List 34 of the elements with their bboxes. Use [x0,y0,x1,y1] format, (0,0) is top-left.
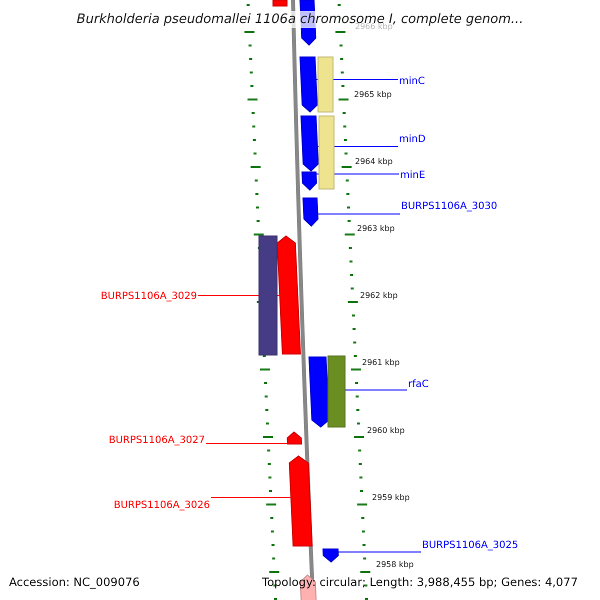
gene-label: minC [399,76,425,88]
position-label: 2960 kbp [367,426,405,436]
gene-feature-block [299,56,318,113]
gene-label: minE [400,170,426,182]
position-label: 2961 kbp [362,358,400,368]
gene-label: BURPS1106A_3026 [114,500,210,512]
leader-line [210,497,292,498]
gene-feature-block [322,548,339,563]
gene-label: minD [399,134,426,146]
gene-feature-block [302,198,318,227]
gene-feature-block [286,431,302,444]
position-label: 2959 kbp [372,493,410,503]
gene-label: BURPS1106A_3029 [100,291,197,303]
position-label: 2963 kbp [357,224,395,234]
gene-feature-block [276,235,301,354]
gene-label: BURPS1106A_3027 [108,435,205,447]
gene-feature-block [328,356,346,428]
gene-label: rfaC [408,379,429,391]
footer-text: Accession: NC_009076 [9,575,140,589]
gene-feature-block [288,455,313,546]
gene-label: BURPS1106A_3030 [401,201,498,213]
gene-feature-block [318,116,334,190]
gene-feature-block [308,356,330,428]
position-label: 2958 kbp [376,560,414,570]
gene-feature-block [258,236,278,356]
gene-feature-block [318,56,334,112]
footer-text: Topology: circular; Length: 3,988,455 bp; Genes: 4,077 [262,575,578,589]
gene-feature-block [272,0,288,6]
position-label: 2962 kbp [360,291,398,301]
gene-label: BURPS1106A_3025 [422,540,518,552]
position-label: 2966 kbp [355,22,393,32]
position-label: 2965 kbp [354,90,392,100]
position-label: 2964 kbp [355,157,393,167]
leader-line [206,443,288,444]
